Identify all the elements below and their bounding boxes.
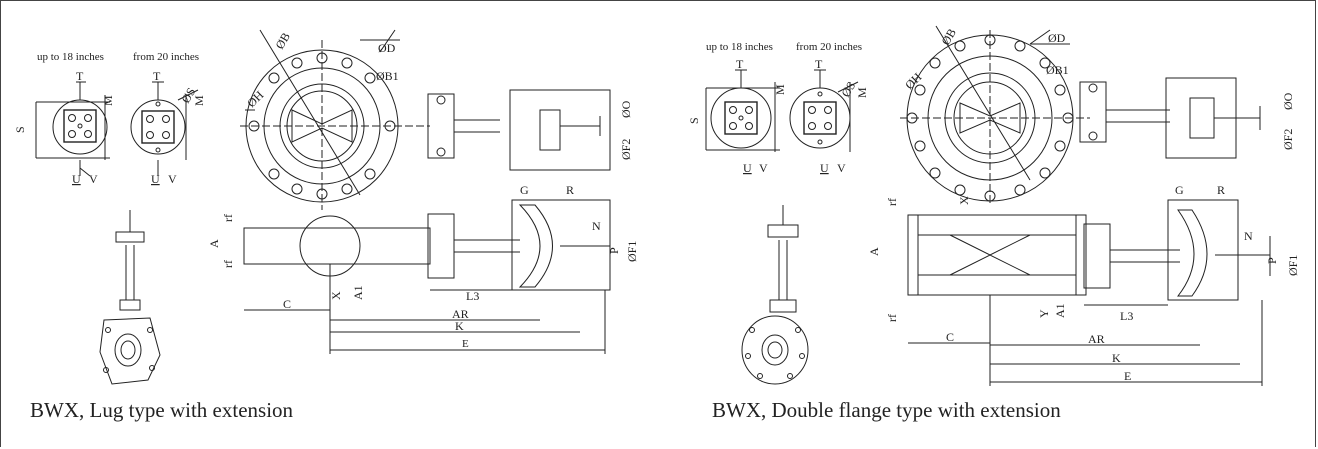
- svg-text:S: S: [13, 126, 27, 133]
- right-caption: BWX, Double flange type with extension: [712, 398, 1061, 422]
- svg-text:X: X: [329, 291, 343, 300]
- right-upto-label: up to 18 inches: [706, 41, 773, 53]
- svg-text:T: T: [736, 57, 744, 71]
- svg-text:AR: AR: [452, 307, 469, 321]
- svg-text:ØD: ØD: [1048, 31, 1066, 45]
- right-extension-top: ØO ØF2: [1079, 77, 1295, 159]
- svg-text:N: N: [592, 219, 601, 233]
- svg-text:ØB1: ØB1: [1046, 63, 1069, 77]
- right-dim-lines: C AR K E: [908, 295, 1263, 386]
- svg-text:ØB: ØB: [938, 26, 958, 47]
- right-topview-small: T M S U V: [687, 57, 787, 175]
- right-iso-valve: [741, 205, 809, 385]
- svg-text:M: M: [101, 95, 115, 106]
- svg-text:A: A: [207, 239, 221, 248]
- right-front-view: ØB ØD ØH ØB1: [900, 25, 1090, 205]
- svg-text:T: T: [153, 69, 161, 83]
- left-from-label: from 20 inches: [133, 51, 199, 63]
- svg-text:T: T: [815, 57, 823, 71]
- svg-text:ØF1: ØF1: [1286, 255, 1300, 276]
- svg-text:E: E: [1124, 369, 1131, 383]
- svg-text:M: M: [855, 87, 869, 98]
- svg-text:L3: L3: [466, 289, 479, 303]
- double-flange-drawing: up to 18 inches from 20 inches T M S U V: [687, 25, 1300, 386]
- svg-text:A: A: [867, 247, 881, 256]
- svg-text:G: G: [1175, 183, 1184, 197]
- svg-text:ØF2: ØF2: [1281, 129, 1295, 150]
- svg-text:R: R: [566, 183, 574, 197]
- svg-text:ØH: ØH: [244, 88, 266, 110]
- left-topview-small: T M S U V: [13, 69, 115, 186]
- left-extension-top: ØO ØF2: [427, 89, 633, 171]
- svg-text:ØB1: ØB1: [376, 69, 399, 83]
- svg-text:C: C: [283, 297, 291, 311]
- left-topview-large: T ØS M U V: [130, 69, 206, 186]
- svg-text:ØO: ØO: [619, 100, 633, 118]
- svg-text:E: E: [462, 338, 469, 350]
- svg-text:U: U: [72, 172, 81, 186]
- svg-text:ØD: ØD: [378, 41, 396, 55]
- svg-text:rf: rf: [885, 198, 899, 206]
- svg-text:ØS: ØS: [838, 79, 858, 99]
- svg-text:AR: AR: [1088, 332, 1105, 346]
- svg-text:V: V: [837, 161, 846, 175]
- left-side-view: G R N P ØF1 A rf rf X A1 L3: [207, 183, 639, 303]
- svg-text:V: V: [759, 161, 768, 175]
- svg-text:S: S: [687, 117, 701, 124]
- svg-text:N: N: [1244, 229, 1253, 243]
- svg-text:P: P: [607, 247, 621, 254]
- svg-text:P: P: [1265, 257, 1279, 264]
- svg-text:U: U: [820, 161, 829, 175]
- svg-text:ØF1: ØF1: [625, 241, 639, 262]
- svg-text:V: V: [89, 172, 98, 186]
- right-topview-large: T ØS M U V: [789, 57, 869, 175]
- svg-text:ØB: ØB: [272, 30, 292, 51]
- svg-text:K: K: [455, 319, 464, 333]
- svg-text:R: R: [1217, 183, 1225, 197]
- left-iso-valve: [99, 210, 161, 385]
- svg-text:ØO: ØO: [1281, 92, 1295, 110]
- left-caption: BWX, Lug type with extension: [30, 398, 294, 422]
- svg-text:T: T: [76, 69, 84, 83]
- left-dim-lines: C AR K E: [244, 264, 606, 354]
- svg-text:U: U: [743, 161, 752, 175]
- svg-text:rf: rf: [885, 314, 899, 322]
- svg-text:M: M: [773, 84, 787, 95]
- right-side-view: G R N P ØF1 A rf rf X Y A1 L3: [867, 183, 1300, 323]
- svg-text:L3: L3: [1120, 309, 1133, 323]
- svg-text:U: U: [151, 172, 160, 186]
- svg-text:G: G: [520, 183, 529, 197]
- svg-text:ØH: ØH: [902, 70, 924, 92]
- svg-text:ØS: ØS: [178, 85, 198, 105]
- svg-text:ØF2: ØF2: [619, 139, 633, 160]
- svg-text:K: K: [1112, 351, 1121, 365]
- svg-text:rf: rf: [221, 260, 235, 268]
- svg-text:Y: Y: [1037, 309, 1051, 318]
- svg-text:M: M: [192, 95, 206, 106]
- svg-text:A1: A1: [1053, 303, 1067, 318]
- svg-text:rf: rf: [221, 214, 235, 222]
- left-front-view: ØB ØD ØH ØB1: [240, 29, 430, 210]
- lug-type-drawing: up to 18 inches from 20 inches T M S U V: [13, 29, 639, 385]
- svg-text:A1: A1: [351, 285, 365, 300]
- svg-text:X: X: [957, 196, 971, 205]
- svg-text:V: V: [168, 172, 177, 186]
- left-upto-label: up to 18 inches: [37, 51, 104, 63]
- right-from-label: from 20 inches: [796, 41, 862, 53]
- svg-text:C: C: [946, 330, 954, 344]
